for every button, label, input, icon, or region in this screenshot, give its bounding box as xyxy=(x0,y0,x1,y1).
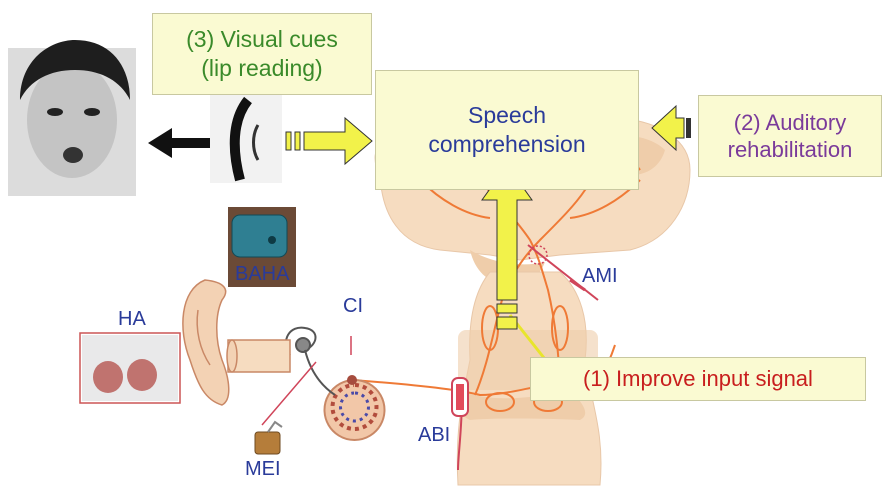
abi-label: ABI xyxy=(418,424,450,447)
middle-ear-implant-icon xyxy=(255,422,282,454)
middle-ear xyxy=(286,328,335,395)
hearing-aid-photo xyxy=(80,333,180,403)
ami-label: AMI xyxy=(582,265,618,288)
baha-label: BAHA xyxy=(235,263,289,286)
improve-input-signal-box: (1) Improve input signal xyxy=(530,357,866,401)
speech-comprehension-box: Speech comprehension xyxy=(375,70,639,190)
ear-icon xyxy=(183,280,290,405)
mei-label: MEI xyxy=(245,458,281,481)
visual-cues-label: (3) Visual cues (lip reading) xyxy=(171,25,353,83)
cochlea-icon xyxy=(325,375,385,440)
auditory-rehabilitation-label: (2) Auditory rehabilitation xyxy=(719,109,861,164)
ha-label: HA xyxy=(118,308,146,331)
face-photo xyxy=(8,40,136,196)
speech-comprehension-label: Speech comprehension xyxy=(400,101,614,159)
improve-input-signal-label: (1) Improve input signal xyxy=(583,365,813,393)
ci-label: CI xyxy=(343,295,363,318)
arrow-visual-to-speech xyxy=(286,118,372,164)
auditory-rehabilitation-box: (2) Auditory rehabilitation xyxy=(698,95,882,177)
arrow-to-face xyxy=(148,128,210,158)
visual-cues-box: (3) Visual cues (lip reading) xyxy=(152,13,372,95)
lip-reading-photo xyxy=(210,95,282,183)
